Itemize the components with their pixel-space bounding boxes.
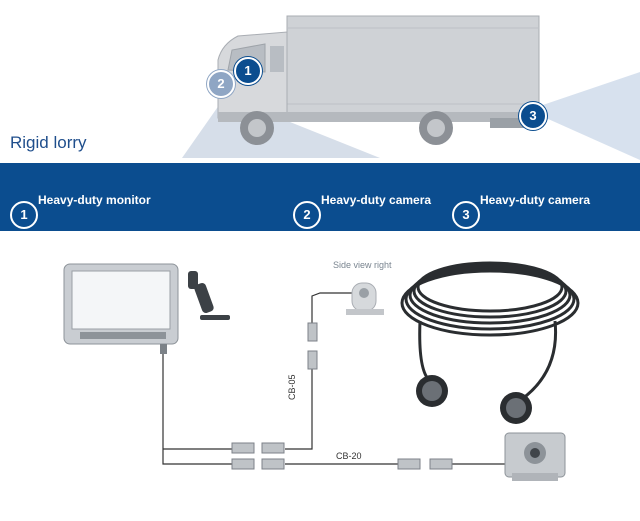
cb05-cable: [285, 361, 313, 450]
legend-number-3: 3: [452, 201, 480, 229]
legend-label-side-camera: Heavy-duty camera: [321, 193, 432, 207]
page-title: Rigid lorry: [10, 133, 87, 152]
monitor-cable: [162, 351, 232, 465]
rear-camera-device: [504, 432, 566, 481]
marker-side-camera: 2: [207, 70, 235, 98]
cable-label-cb20: CB-20: [336, 451, 362, 461]
cable-connector-left: [416, 375, 448, 407]
side-view-label: Side view right: [333, 260, 392, 270]
legend-number-1: 1: [10, 201, 38, 229]
marker-rear-camera: 3: [519, 102, 547, 130]
cable-connector-right: [500, 392, 532, 424]
legend-label-rear-camera: Heavy-duty camera: [480, 193, 591, 207]
cable-label-cb05: CB-05: [287, 374, 297, 400]
truck-box: [286, 15, 540, 119]
rear-view-cone: [528, 72, 640, 160]
monitor-device: [63, 263, 179, 354]
side-camera-device: [346, 282, 384, 315]
legend-label-monitor: Heavy-duty monitor: [38, 193, 151, 207]
monitor-mount: [188, 271, 230, 320]
truck-illustration: [182, 15, 640, 160]
marker-monitor: 1: [234, 57, 262, 85]
wiring-diagram: [63, 261, 580, 481]
legend-number-2: 2: [293, 201, 321, 229]
